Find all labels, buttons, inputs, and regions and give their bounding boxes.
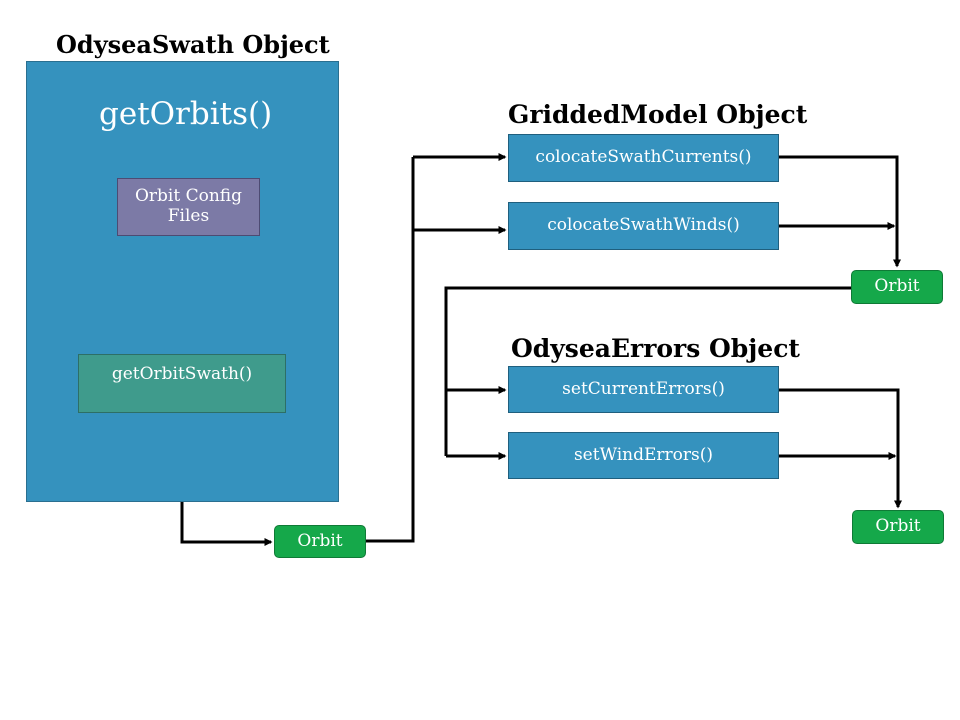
orbit-config-files-box: Orbit Config Files (117, 178, 260, 236)
colocate-swath-winds-box: colocateSwathWinds() (508, 202, 779, 250)
connector-currents-out (779, 155, 901, 268)
set-current-errors-box: setCurrentErrors() (508, 366, 779, 413)
set-wind-errors-box: setWindErrors() (508, 432, 779, 479)
get-orbit-swath-box: getOrbitSwath() (78, 354, 286, 413)
connector-orbit-to-model (366, 157, 415, 543)
connector-current-errors-out (779, 388, 902, 509)
gridded-model-title: GriddedModel Object (508, 100, 808, 129)
odysea-errors-title: OdyseaErrors Object (511, 334, 800, 363)
connector-orbit-to-errors (444, 286, 851, 456)
swath-object-container (26, 61, 339, 502)
get-orbits-label: getOrbits() (99, 96, 273, 132)
swath-object-title: OdyseaSwath Object (56, 30, 330, 59)
orbit-node-errors: Orbit (852, 510, 944, 544)
colocate-swath-currents-box: colocateSwathCurrents() (508, 134, 779, 182)
orbit-node-swath: Orbit (274, 525, 366, 558)
orbit-node-model: Orbit (851, 270, 943, 304)
